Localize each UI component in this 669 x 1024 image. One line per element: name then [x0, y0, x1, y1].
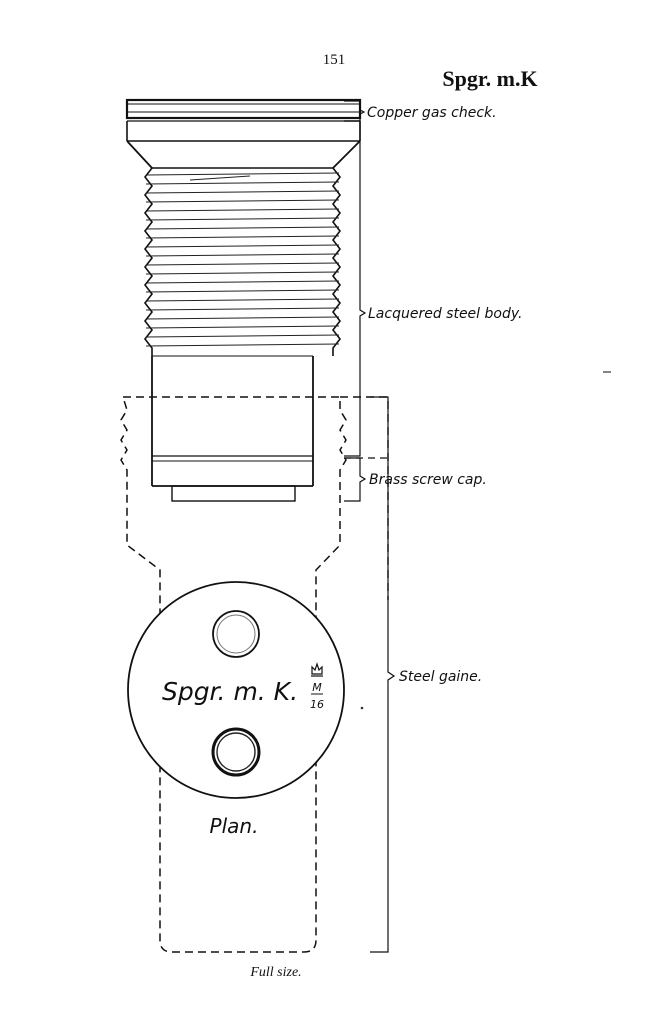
- label-lacquered-steel-body: Lacquered steel body.: [368, 306, 523, 322]
- page-number: 151: [323, 52, 346, 68]
- print-speck: [360, 706, 364, 710]
- brass-screw-cap: [152, 455, 313, 502]
- label-brass-screw-cap: Brass screw cap.: [369, 472, 487, 488]
- lower-body: [151, 355, 314, 487]
- plan-view: Spgr. m. K. M 16: [127, 581, 345, 799]
- screw-cap-brace: [344, 457, 367, 502]
- plan-caption: Plan.: [210, 814, 259, 838]
- body-brace: [344, 120, 367, 457]
- header-title: Spgr. m.K: [442, 66, 537, 91]
- label-steel-gaine: Steel gaine.: [399, 669, 482, 685]
- scale-note: Full size.: [249, 965, 301, 980]
- threaded-section: [143, 167, 342, 356]
- dimension-braces: [344, 100, 396, 953]
- gaine-brace: [370, 396, 396, 953]
- crown-stamp-icon: [311, 662, 323, 677]
- stamp-letter: M: [312, 681, 322, 694]
- copper-gas-check: [125, 98, 362, 142]
- label-copper-gas-check: Copper gas check.: [367, 105, 497, 121]
- stamp-number: 16: [310, 698, 324, 711]
- plan-marking: Spgr. m. K.: [162, 677, 298, 706]
- body-shoulder: [126, 140, 361, 169]
